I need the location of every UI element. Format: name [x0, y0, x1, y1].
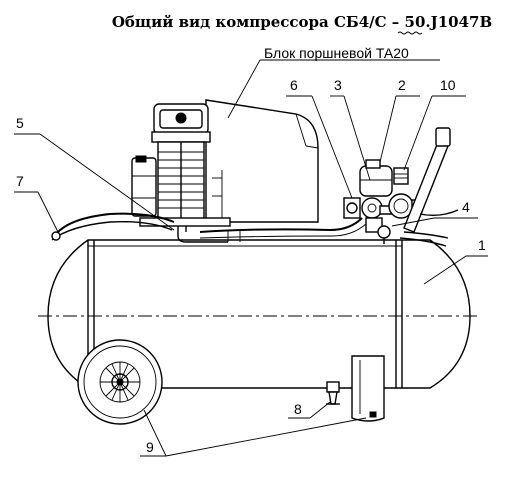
- callout-2: 2: [398, 77, 406, 93]
- callout-7: 7: [16, 173, 24, 189]
- leader-lines: [14, 59, 488, 457]
- drain-valve: [326, 381, 340, 405]
- pressure-switch: [343, 159, 395, 219]
- foot-support: [351, 355, 385, 422]
- callout-8: 8: [294, 401, 302, 417]
- handle: [51, 212, 175, 241]
- callout-9: 9: [146, 439, 154, 455]
- carry-handle: [399, 127, 459, 247]
- receiver-tank: [38, 239, 480, 389]
- title-underline: [397, 31, 423, 35]
- drawing-title: Общий вид компрессора СБ4/С – 50.J1047В: [112, 13, 492, 31]
- discharge-pipe: [199, 217, 367, 242]
- cylinder-fins: [158, 142, 204, 220]
- callout-6: 6: [290, 77, 298, 93]
- callout-3: 3: [334, 77, 342, 93]
- callout-5: 5: [16, 115, 24, 131]
- check-valve: [365, 217, 391, 244]
- wheel: [77, 339, 163, 425]
- drawing-subtitle: Блок поршневой ТА20: [264, 45, 409, 61]
- callout-1: 1: [478, 237, 486, 253]
- piston-block: [131, 99, 319, 243]
- callout-10: 10: [440, 77, 456, 93]
- callout-4: 4: [462, 199, 470, 215]
